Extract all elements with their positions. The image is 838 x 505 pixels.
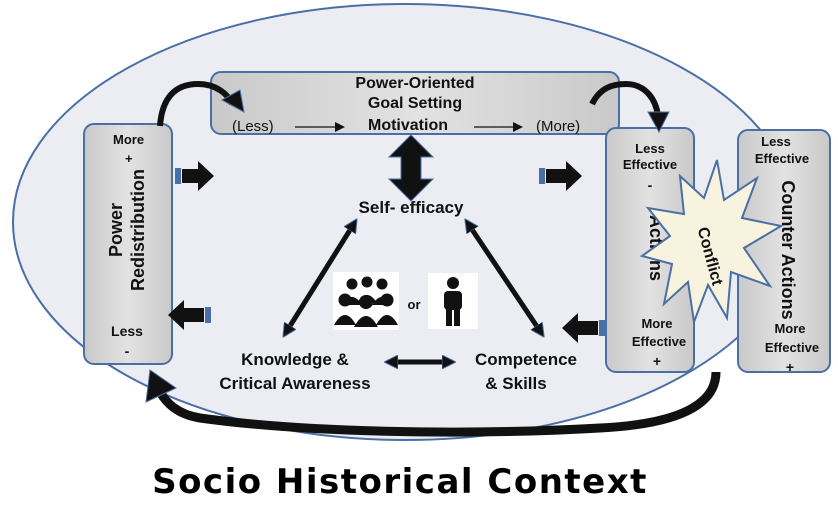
block-arrow-goal-to-actions (539, 161, 582, 191)
counter-more-line2: Effective (765, 340, 819, 355)
power-more-label: More (113, 132, 144, 147)
actions-less-line2: Effective (623, 157, 677, 172)
curved-arrow-goal-to-actions-tip (647, 111, 670, 134)
block-arrow-actions-to-competence (562, 313, 605, 343)
knowledge-line2: Critical Awareness (219, 374, 370, 393)
self-efficacy-label: Self- efficacy (359, 198, 464, 217)
arrow-efficacy-competence (467, 222, 542, 334)
single-person-icon (428, 273, 478, 329)
curved-arrow-power-to-goal (157, 80, 235, 127)
actions-minus-label: - (648, 177, 653, 193)
counter-plus-label: + (786, 359, 794, 375)
block-arrow-power-to-goal (175, 161, 214, 191)
counter-less-line2: Effective (755, 151, 809, 166)
bottom-return-arrow-tip (145, 369, 178, 403)
or-label: or (408, 297, 421, 312)
goal-more-label: (More) (536, 118, 580, 135)
goal-line1: Power-Oriented (355, 75, 474, 92)
competence-line2: & Skills (485, 374, 546, 393)
actions-more-line2: Effective (632, 334, 686, 349)
goal-line2: Goal Setting (368, 95, 462, 112)
socio-historical-context-caption: Socio Historical Context (152, 462, 648, 502)
conflict-burst: Conflict (639, 159, 784, 326)
curved-arrow-goal-to-actions (589, 80, 661, 117)
group-people-icon (333, 272, 399, 330)
counter-more-line1: More (774, 321, 805, 336)
power-plus-label: + (125, 151, 133, 166)
competence-line1: Competence (475, 350, 577, 369)
power-title-line1: Power (106, 203, 126, 257)
power-redistribution-box: More + Power Redistribution Less - (83, 123, 173, 365)
arrow-efficacy-knowledge (285, 222, 355, 334)
power-title-line2: Redistribution (128, 169, 148, 291)
goal-setting-box: Power-Oriented Goal Setting Motivation (… (210, 71, 620, 135)
power-less-label: Less (111, 323, 143, 339)
goal-line3: Motivation (368, 117, 448, 134)
goal-less-label: (Less) (232, 118, 274, 135)
actions-more-line1: More (641, 316, 672, 331)
counter-title: Counter Actions (778, 180, 798, 319)
block-arrow-to-power (168, 300, 211, 330)
actions-plus-label: + (653, 353, 661, 369)
double-arrow-goal-efficacy (387, 134, 435, 202)
counter-actions-box: Less Effective Counter Actions More Effe… (737, 129, 831, 375)
counter-less-line1: Less (761, 134, 791, 149)
bottom-return-arrow (156, 371, 721, 437)
curved-arrow-power-to-goal-tip (220, 89, 245, 113)
knowledge-line1: Knowledge & (241, 350, 349, 369)
power-minus-label: - (125, 343, 130, 359)
actions-less-line1: Less (635, 141, 665, 156)
